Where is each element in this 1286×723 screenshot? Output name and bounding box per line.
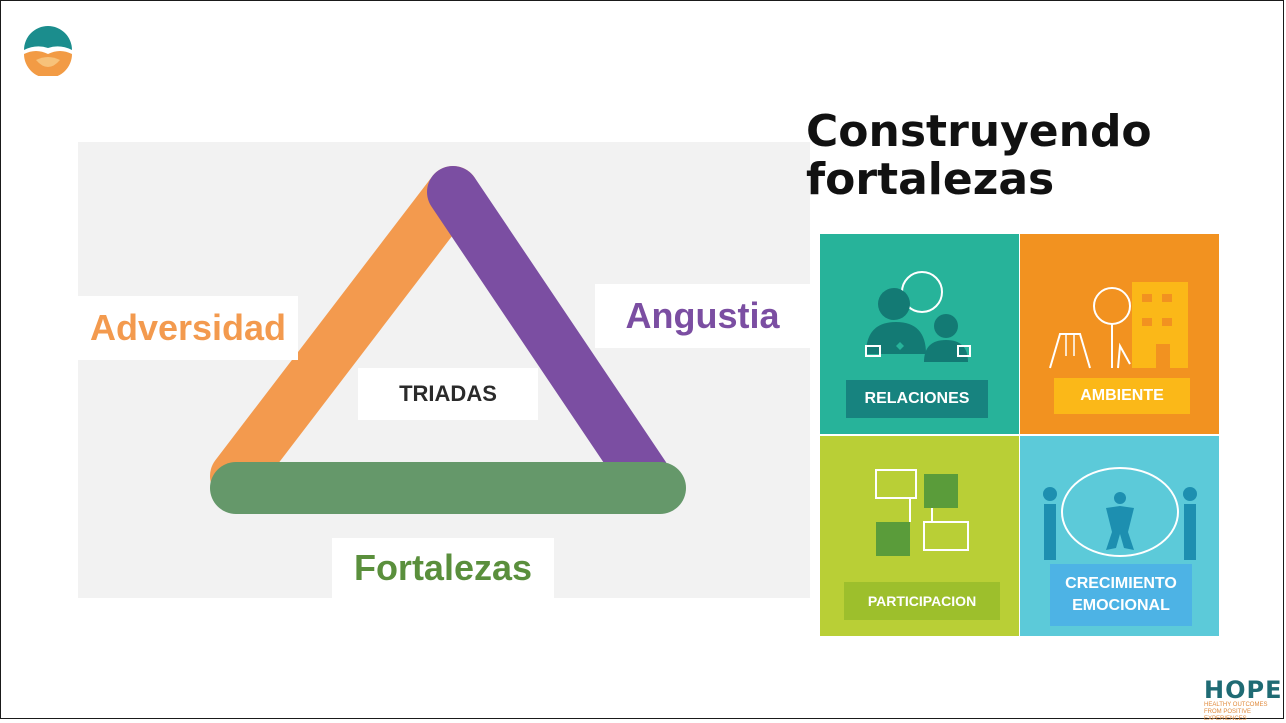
participation-hands-icon	[875, 469, 969, 556]
fortalezas-label: Fortalezas	[332, 538, 554, 598]
participacion-label: PARTICIPACION	[844, 582, 1000, 620]
environment-icon	[1049, 282, 1188, 369]
angustia-label: Angustia	[595, 284, 810, 348]
hope-logo-tagline: HEALTHY OUTCOMES FROM POSITIVE EXPERIENC…	[1204, 702, 1268, 722]
adversidad-side	[210, 166, 479, 502]
triad-triangle	[210, 166, 686, 514]
tile-ambiente: AMBIENTE	[1020, 234, 1219, 434]
tile-relaciones: RELACIONES	[820, 234, 1019, 434]
adversidad-label: Adversidad	[78, 296, 298, 360]
tile-crecimiento: CRECIMIENTO EMOCIONAL	[1020, 436, 1219, 636]
hope-emblem-icon	[24, 26, 72, 76]
hope-logo-wordmark: HOPE	[1204, 676, 1283, 704]
crecimiento-label: CRECIMIENTO EMOCIONAL	[1050, 564, 1192, 626]
jump-rope-icon	[1043, 467, 1197, 560]
relationships-icon	[865, 271, 971, 362]
strengths-grid: RELACIONES AMBIENTE PARTICIPACIO	[820, 234, 1220, 636]
angustia-side	[427, 166, 670, 502]
relaciones-label: RELACIONES	[846, 380, 988, 418]
tile-participacion: PARTICIPACION	[820, 436, 1019, 636]
ambiente-label: AMBIENTE	[1054, 378, 1190, 414]
triadas-label: TRIADAS	[358, 368, 538, 420]
slide-title: Construyendo fortalezas	[806, 106, 1152, 205]
